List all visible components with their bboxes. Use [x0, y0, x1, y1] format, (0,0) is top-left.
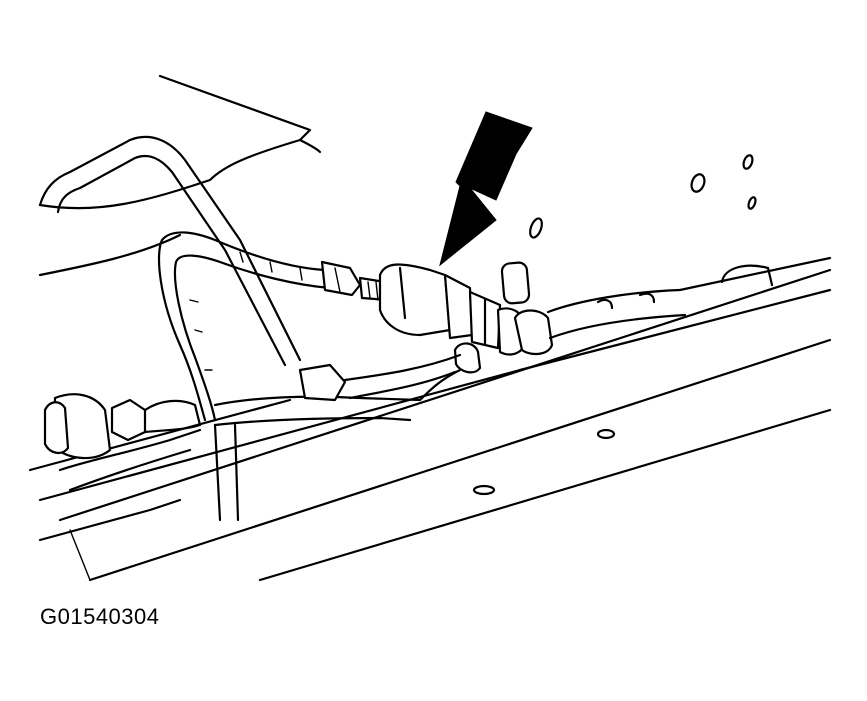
- frame-rail: [28, 256, 832, 582]
- left-bolt-hardware: [43, 393, 202, 492]
- bent-tube: [38, 135, 302, 367]
- indicator-arrow-icon: [439, 111, 533, 267]
- figure-code: G01540304: [40, 604, 160, 629]
- sensor-component: [378, 263, 530, 356]
- harness-connector: [320, 260, 390, 302]
- pipe-fitting: [298, 288, 687, 402]
- body-panel-outline: [38, 74, 322, 277]
- panel-holes: [500, 154, 774, 305]
